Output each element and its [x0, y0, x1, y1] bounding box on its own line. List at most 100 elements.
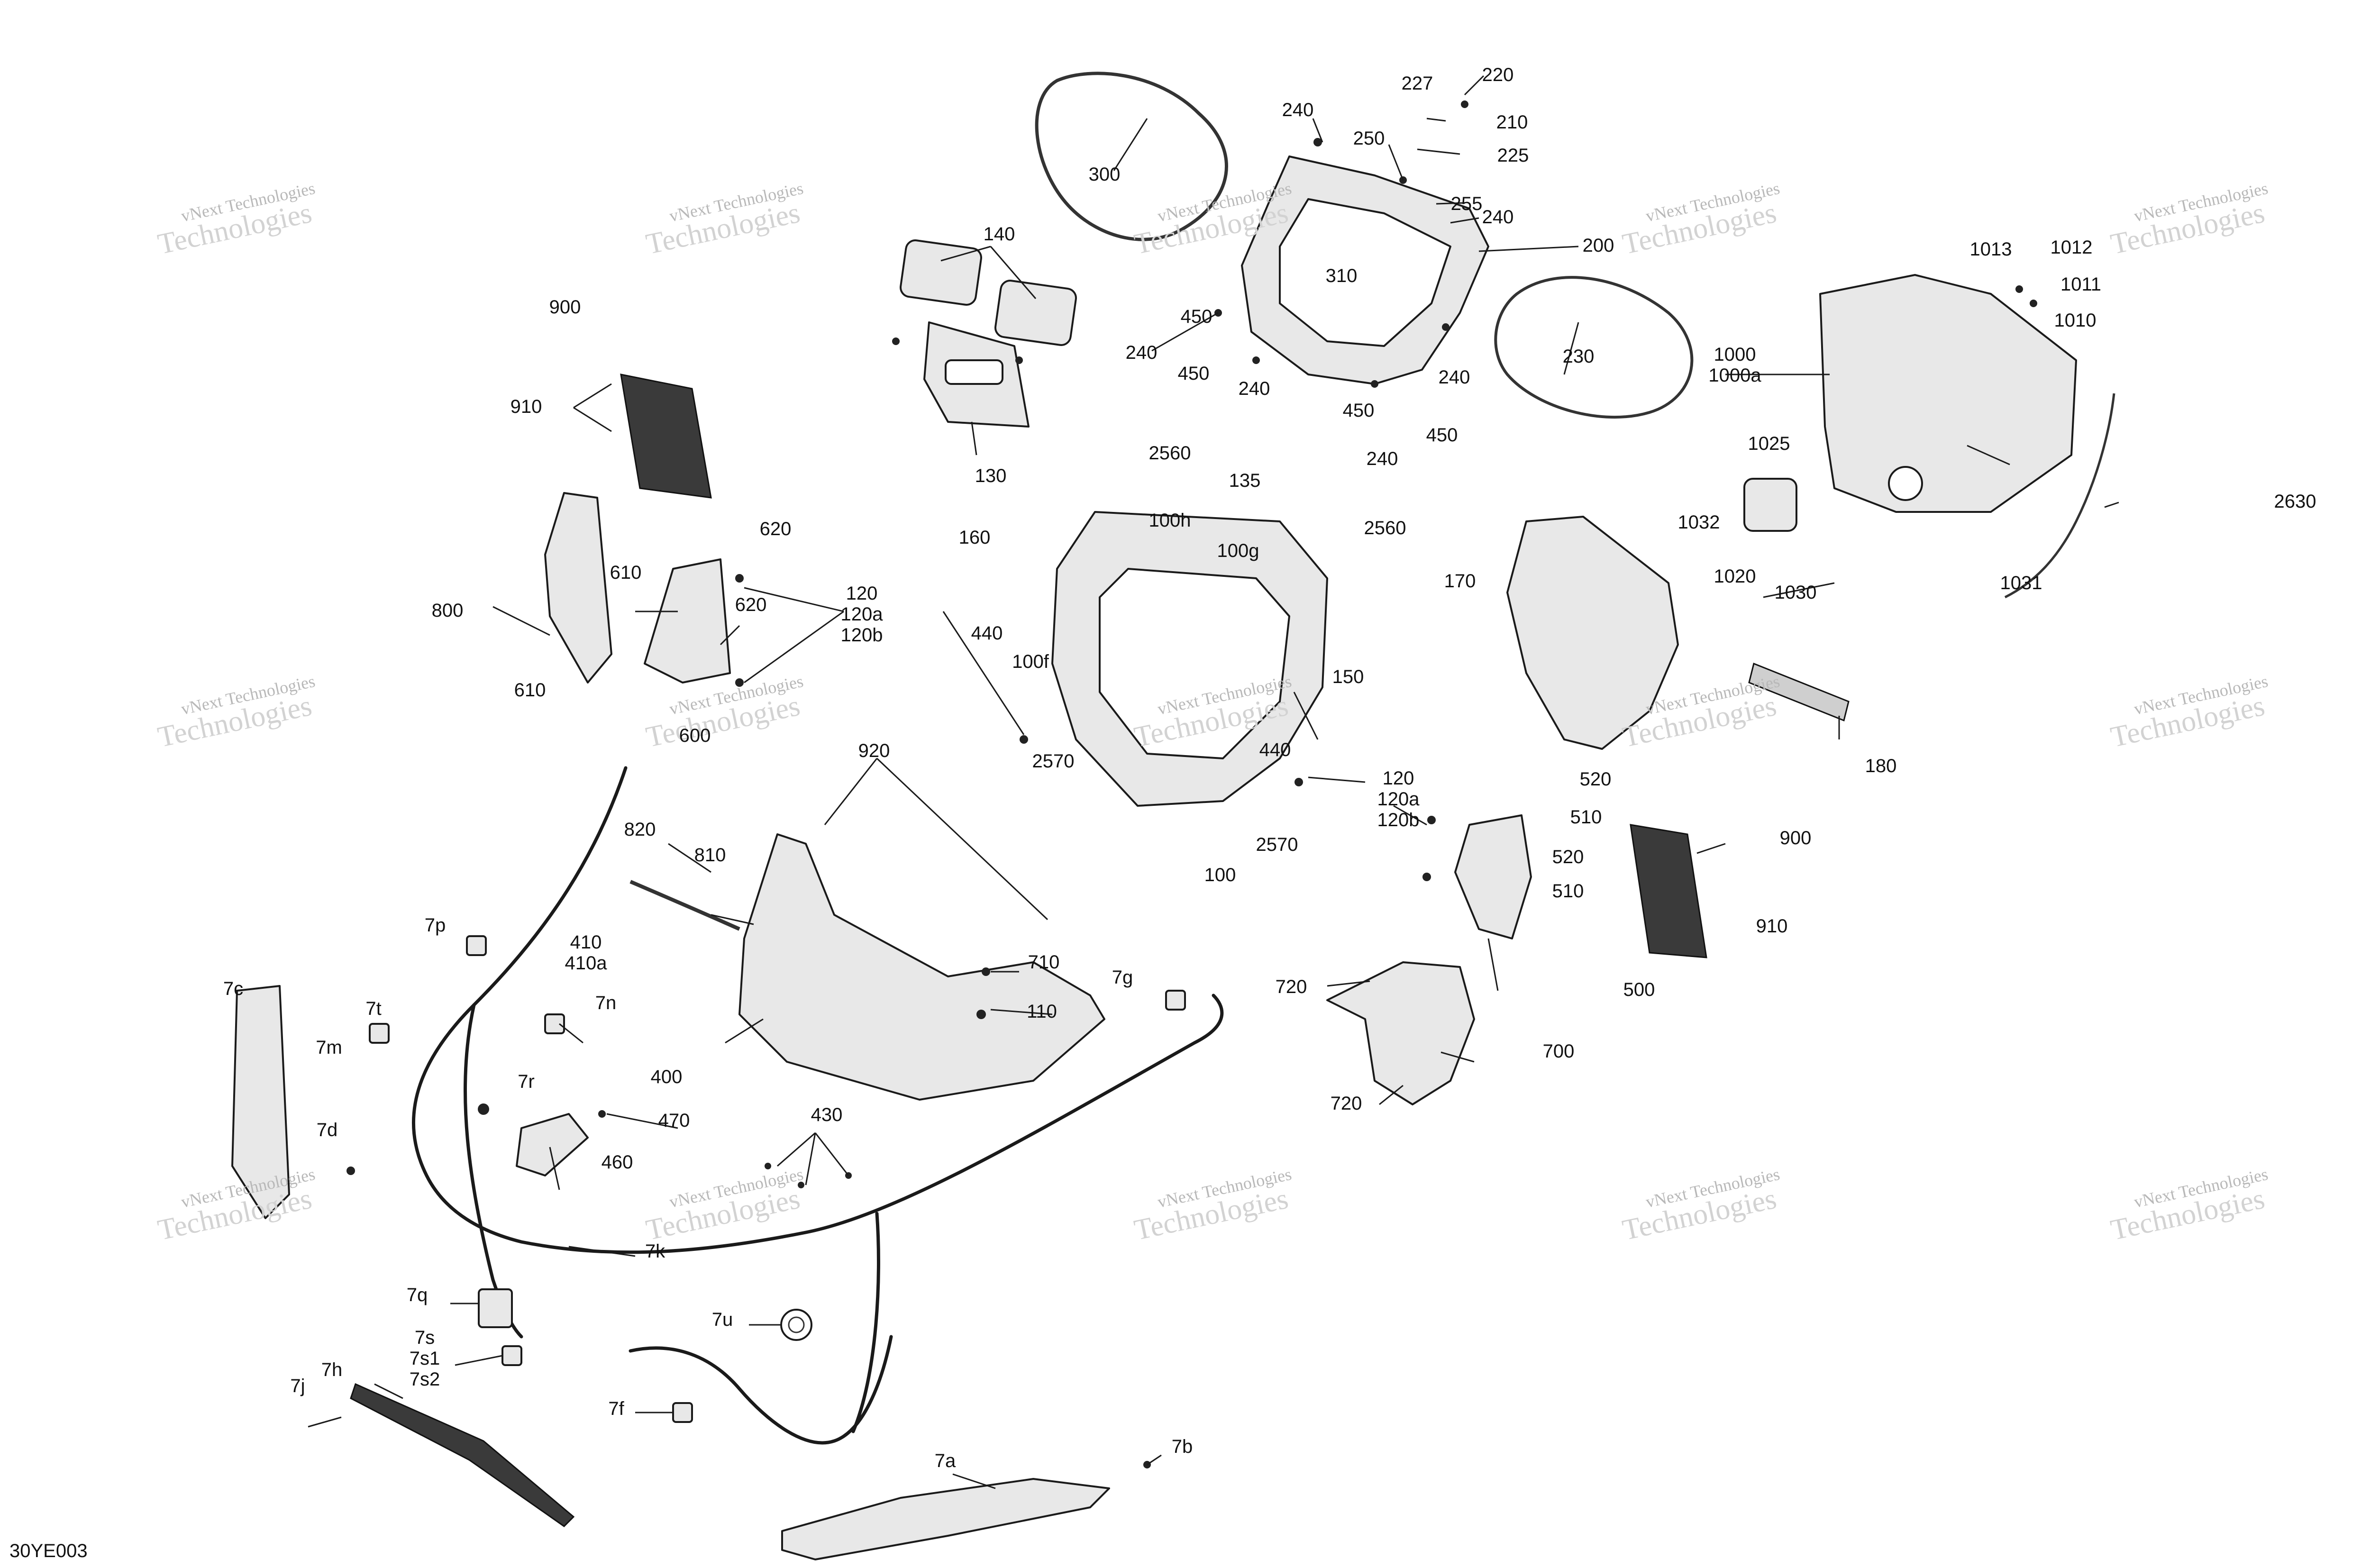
callout-number: 700 [1542, 1041, 1575, 1062]
callout-number: 910 [510, 396, 542, 417]
callout-number: 1025 [1748, 433, 1790, 454]
callout-number: 220 [1482, 64, 1514, 85]
callout-number: 620 [759, 519, 792, 539]
callout-number: 450 [1342, 400, 1375, 421]
callout-number: 7f [608, 1398, 624, 1419]
callout-number: 180 [1865, 756, 1897, 776]
callout-number: 7b [1171, 1436, 1193, 1457]
callout-7b: 7b [1172, 1436, 1193, 1457]
callout-2560-right: 2560 [1364, 518, 1406, 538]
fastener [1442, 323, 1449, 331]
callout-100h: 100h [1149, 510, 1191, 531]
callout-number: 240 [1125, 342, 1158, 363]
callout-number: 1032 [1677, 512, 1720, 533]
fastener [1252, 356, 1260, 364]
callout-7h: 7h [321, 1359, 343, 1380]
fastener [2030, 300, 2037, 307]
part-600-bracket [644, 558, 731, 684]
callout-450-a: 450 [1181, 306, 1212, 327]
callout-1025: 1025 [1748, 433, 1790, 454]
callout-227: 227 [1402, 73, 1433, 94]
callout-520-bottom: 520 [1552, 847, 1584, 867]
callout-number: 120a [1377, 789, 1420, 810]
callout-number: 240 [1282, 100, 1314, 120]
callout-720-top: 720 [1276, 976, 1307, 997]
callout-225: 225 [1497, 145, 1529, 166]
callout-7q: 7q [407, 1285, 428, 1305]
callout-430: 430 [811, 1104, 843, 1125]
part-400-bumper [738, 833, 1105, 1101]
callout-130: 130 [975, 465, 1007, 486]
callout-number: 2570 [1032, 751, 1075, 772]
callout-620-mid: 620 [735, 594, 767, 615]
part-410-trim [629, 880, 740, 931]
connector-7q [478, 1288, 513, 1328]
callout-number: 520 [1552, 847, 1584, 867]
callout-number: 7k [645, 1241, 665, 1262]
callout-number: 400 [650, 1067, 683, 1087]
callout-240-e: 240 [1367, 448, 1398, 469]
callout-1011: 1011 [2060, 274, 2101, 295]
callout-7t: 7t [365, 998, 381, 1019]
callout-number: 1011 [2060, 274, 2102, 295]
fastener [1020, 735, 1028, 744]
part-900-mesh-right [1630, 824, 1707, 958]
callout-1031: 1031 [2000, 573, 2042, 593]
callout-135: 135 [1229, 470, 1261, 491]
callout-number: 600 [679, 725, 711, 746]
callout-number: 7u [711, 1309, 733, 1330]
callout-310: 310 [1326, 265, 1358, 286]
callout-number: 610 [514, 680, 546, 701]
fastener [982, 967, 990, 976]
callout-910-right: 910 [1756, 916, 1788, 937]
callout-number: 440 [971, 623, 1003, 644]
callout-1013: 1013 [1970, 239, 2012, 260]
callout-500: 500 [1623, 979, 1655, 1000]
connector-7n [544, 1013, 565, 1034]
fastener [1461, 100, 1468, 108]
callout-number: 1031 [2000, 573, 2042, 593]
callout-number: 800 [431, 600, 464, 621]
callout-610-top: 610 [610, 562, 642, 583]
callout-number: 710 [1028, 952, 1060, 973]
part-170-panel [1506, 516, 1679, 750]
callout-1010: 1010 [2054, 310, 2097, 331]
fastener [1313, 138, 1322, 146]
callout-number: 430 [811, 1104, 843, 1125]
callout-150: 150 [1332, 666, 1364, 687]
callout-510-bottom: 510 [1552, 881, 1584, 902]
callout-number: 900 [549, 297, 581, 318]
callout-140: 140 [984, 224, 1015, 245]
callout-number: 120 [1382, 768, 1414, 789]
callout-number: 227 [1401, 73, 1433, 94]
part-900-mesh-left [620, 374, 712, 499]
callout-number: 250 [1353, 128, 1385, 149]
callout-number: 120 [846, 583, 878, 604]
callout-number: 100h [1149, 510, 1191, 531]
callout-910-left: 910 [510, 396, 542, 417]
connector-7p [466, 935, 487, 956]
callout-820: 820 [624, 819, 656, 840]
callout-number: 410a [565, 953, 607, 974]
harness-7f-wire [629, 1335, 893, 1445]
part-1000-emblem [1888, 466, 1923, 501]
callout-number: 920 [858, 740, 890, 761]
callout-440-top: 440 [971, 623, 1003, 644]
part-7c-light [231, 985, 290, 1219]
connector-7s [501, 1345, 522, 1366]
callout-7f: 7f [608, 1398, 624, 1419]
part-230-seal [1494, 276, 1694, 419]
callout-number: 1012 [2050, 237, 2093, 258]
callout-number: 300 [1088, 164, 1121, 185]
callout-1020: 1020 [1714, 566, 1756, 587]
callout-number: 7p [424, 915, 446, 936]
callout-110: 110 [1027, 1001, 1057, 1022]
callout-200: 200 [1583, 235, 1614, 256]
part-800-panel [544, 492, 612, 684]
callout-number: 240 [1438, 367, 1470, 388]
harness-7a-wire [851, 1212, 880, 1433]
callout-number: 230 [1562, 346, 1595, 367]
